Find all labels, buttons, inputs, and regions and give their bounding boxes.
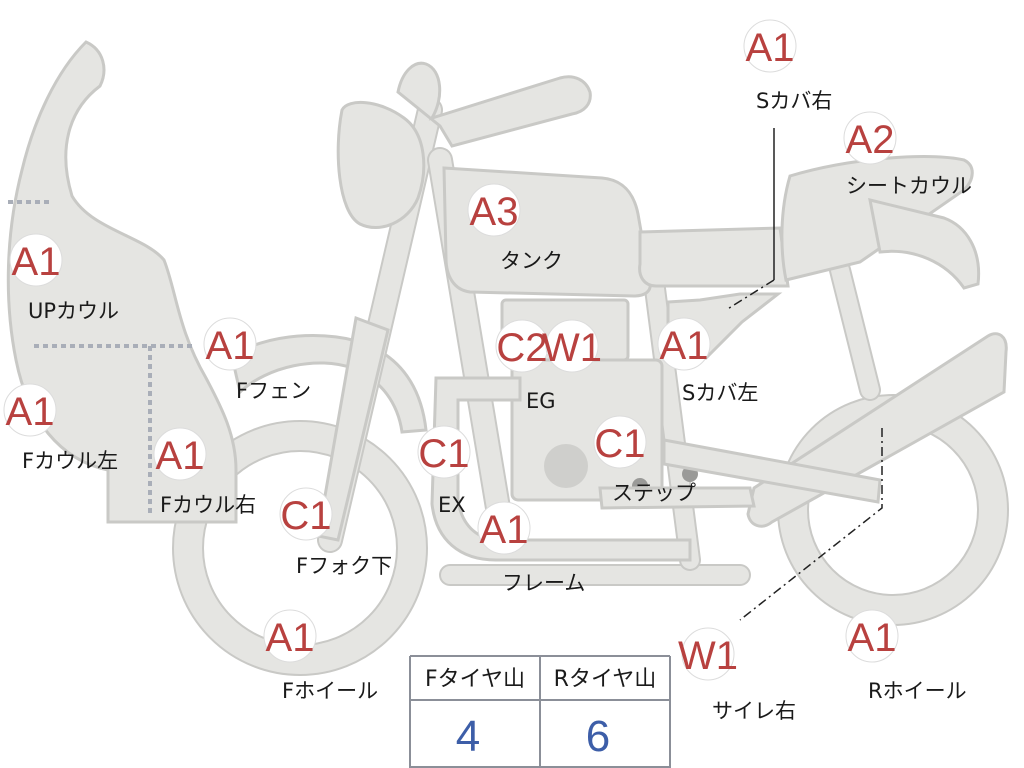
part-callout-up-cowl: A1 UPカウル <box>9 233 119 323</box>
grade-text: C1 <box>280 494 331 538</box>
footrest-bar-shape <box>598 486 756 510</box>
part-label: EX <box>438 493 466 517</box>
tire-tread-table: Fタイヤ山 Rタイヤ山 4 6 <box>409 655 671 768</box>
part-label: フレーム <box>502 571 585 595</box>
grade-text: C1 <box>418 432 469 476</box>
grade-text: C1 <box>594 422 645 466</box>
part-callout-seat-cowl: A2 シートカウル <box>843 111 972 198</box>
part-label: ステップ <box>612 481 696 505</box>
part-label: タンク <box>500 249 563 273</box>
grade-text: A3 <box>470 190 519 234</box>
grade-text-2: W1 <box>542 326 602 370</box>
front-tire-value: 4 <box>456 712 480 761</box>
part-callout-frame: A1 フレーム <box>477 501 585 595</box>
front-cowl-shape <box>6 40 238 524</box>
grade-text: A1 <box>480 508 529 552</box>
swingarm-shape <box>662 438 882 504</box>
headlight-shape <box>336 100 426 230</box>
part-callout-f-fender: A1 Fフェン <box>203 317 311 403</box>
part-label: Fフェン <box>236 379 311 403</box>
grade-text: A1 <box>12 240 61 284</box>
grade-text: A1 <box>266 616 315 660</box>
grade-text: A1 <box>156 434 205 478</box>
part-label: Sカバ左 <box>682 381 758 405</box>
grade-text: A1 <box>746 26 795 70</box>
leader-muffler-right <box>739 428 883 621</box>
part-callout-s-cover-right: A1 Sカバ右 <box>743 19 832 113</box>
rear-tire-value: 6 <box>586 712 610 761</box>
part-callout-f-wheel: A1 Fホイール <box>263 609 378 703</box>
part-callout-step: C1 ステップ <box>593 415 696 505</box>
grade-text-1: C2 <box>496 326 547 370</box>
tail-shape <box>868 197 981 290</box>
grade-text: A1 <box>848 616 897 660</box>
grade-text: A1 <box>206 324 255 368</box>
part-label: EG <box>526 389 556 413</box>
part-label: サイレ右 <box>712 699 796 723</box>
exhaust-pipe-shape <box>430 376 692 562</box>
front-tire-header: Fタイヤ山 <box>425 667 525 692</box>
part-label: Sカバ右 <box>756 89 832 113</box>
grade-text: A1 <box>6 390 55 434</box>
part-callout-exhaust: C1 EX <box>417 425 471 517</box>
part-label: Rホイール <box>868 679 967 703</box>
part-label: Fホイール <box>282 679 378 703</box>
part-callout-engine: C2 W1 EG <box>495 319 602 413</box>
part-callout-tank: A3 タンク <box>467 183 563 273</box>
part-label: Fフォク下 <box>296 554 392 578</box>
part-callout-s-cover-left: A1 Sカバ左 <box>657 317 758 405</box>
handlebar-shape <box>396 61 592 148</box>
table-border <box>409 655 671 768</box>
part-callout-muffler-right: W1 サイレ右 <box>678 627 796 723</box>
grade-text: A1 <box>660 324 709 368</box>
part-label: UPカウル <box>28 299 119 323</box>
part-label: シートカウル <box>846 174 972 198</box>
rear-tire-header: Rタイヤ山 <box>554 667 657 692</box>
part-callout-f-fork-lower: C1 Fフォク下 <box>279 487 392 578</box>
part-callout-r-wheel: A1 Rホイール <box>845 609 967 703</box>
front-fork-shape <box>316 315 390 542</box>
part-label: Fカウル左 <box>22 449 118 473</box>
part-callout-f-cowl-right: A1 Fカウル右 <box>153 427 256 517</box>
part-callout-f-cowl-left: A1 Fカウル左 <box>3 383 118 473</box>
seat-shape <box>638 226 790 288</box>
grade-text: W1 <box>678 634 738 678</box>
part-label: Fカウル右 <box>160 493 256 517</box>
grade-text: A2 <box>846 118 895 162</box>
